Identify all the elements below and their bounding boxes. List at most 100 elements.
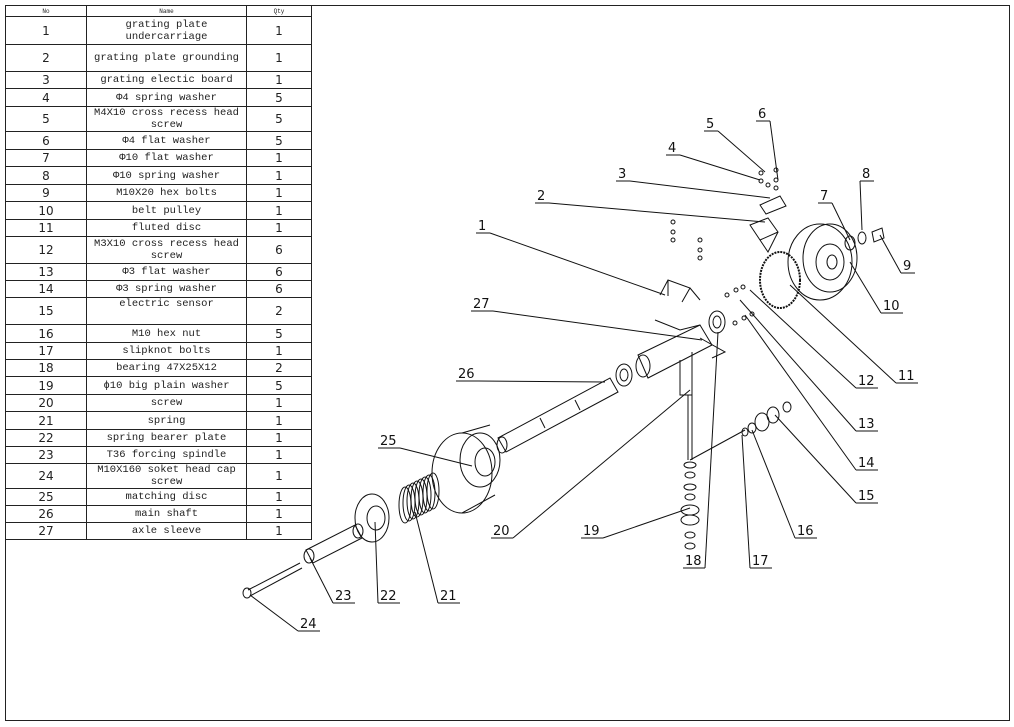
leader-line — [741, 434, 751, 569]
callout-number: 5 — [706, 117, 714, 132]
callout-19: 19 — [581, 507, 691, 539]
part-belt-pulley-10 — [787, 223, 858, 301]
callout-3: 3 — [616, 167, 771, 199]
part-qty: 5 — [246, 106, 312, 132]
callout-number: 17 — [752, 554, 769, 569]
callout-18: 18 — [683, 331, 719, 569]
leader-line — [414, 511, 439, 604]
leader-line — [751, 429, 796, 539]
leader-line — [879, 234, 902, 274]
part-main-shaft-26 — [496, 377, 619, 454]
leader-line — [774, 414, 857, 504]
callout-23: 23 — [309, 557, 355, 604]
part-name: M4X10 cross recess head screw — [86, 106, 247, 132]
part-name: main shaft — [86, 505, 247, 523]
part-name: ϕ10 big plain washer — [86, 376, 247, 395]
callout-number: 10 — [883, 299, 900, 314]
callout-1: 1 — [476, 219, 666, 296]
leader-line — [249, 594, 299, 632]
part-matching-disc-25 — [431, 424, 501, 514]
callout-14: 14 — [744, 314, 878, 471]
callout-number: 13 — [858, 417, 875, 432]
leader-line — [769, 120, 779, 181]
leader-line — [849, 261, 882, 314]
callout-number: 18 — [685, 554, 702, 569]
callout-number: 8 — [862, 167, 870, 182]
callout-2: 2 — [535, 189, 766, 223]
callout-number: 4 — [668, 141, 676, 156]
part-qty: 1 — [246, 44, 312, 72]
callout-20: 20 — [491, 389, 691, 539]
callout-number: 14 — [858, 456, 875, 471]
leader-line — [679, 154, 761, 181]
leader-line — [717, 130, 766, 173]
part-qty: 1 — [246, 522, 312, 540]
part-spring-21 — [398, 472, 440, 524]
callout-21: 21 — [414, 511, 460, 604]
leader-line — [749, 289, 857, 389]
part-spring-plate-22 — [354, 493, 390, 543]
callout-number: 25 — [380, 434, 397, 449]
callout-number: 1 — [478, 219, 486, 234]
callout-13: 13 — [739, 299, 878, 432]
part-number: 25 — [5, 488, 87, 506]
callout-number: 21 — [440, 589, 457, 604]
leader-line — [739, 299, 857, 432]
callout-number: 11 — [898, 369, 915, 384]
part-number: 27 — [5, 522, 87, 540]
callout-26: 26 — [456, 367, 606, 383]
part-name: T36 forcing spindle — [86, 446, 247, 464]
callout-number: 9 — [903, 259, 911, 274]
callout-number: 22 — [380, 589, 397, 604]
callout-24: 24 — [249, 594, 320, 632]
leader-line — [831, 202, 851, 241]
callout-5: 5 — [704, 117, 766, 173]
part-number: 1 — [5, 16, 87, 45]
leader-line — [629, 180, 771, 199]
callout-16: 16 — [751, 429, 817, 539]
callout-number: 15 — [858, 489, 875, 504]
leader-line — [374, 521, 379, 604]
part-screw-20-washers-19 — [680, 395, 700, 550]
callout-22: 22 — [374, 521, 400, 604]
callout-8: 8 — [859, 167, 874, 231]
part-grounding-plate-2-board-3 — [749, 167, 787, 253]
callout-9: 9 — [879, 234, 915, 274]
callout-number: 23 — [335, 589, 352, 604]
part-fluted-disc-11 — [759, 251, 801, 309]
part-name: screw — [86, 394, 247, 412]
callout-4: 4 — [666, 141, 761, 181]
part-bearing-18 — [615, 310, 726, 387]
callout-10: 10 — [849, 261, 903, 314]
leader-line — [309, 557, 334, 604]
leader-line — [789, 284, 897, 384]
callout-27: 27 — [471, 297, 703, 341]
leader-line — [399, 447, 473, 467]
part-name: grating plate grounding — [86, 44, 247, 72]
part-spindle-23 — [303, 523, 364, 564]
part-screw-24 — [242, 562, 303, 599]
callout-number: 16 — [797, 524, 814, 539]
leader-line — [859, 180, 863, 231]
callout-labels: 1234567891011121314151617181920212223242… — [249, 107, 918, 632]
callout-number: 2 — [537, 189, 545, 204]
leader-line — [477, 380, 606, 383]
